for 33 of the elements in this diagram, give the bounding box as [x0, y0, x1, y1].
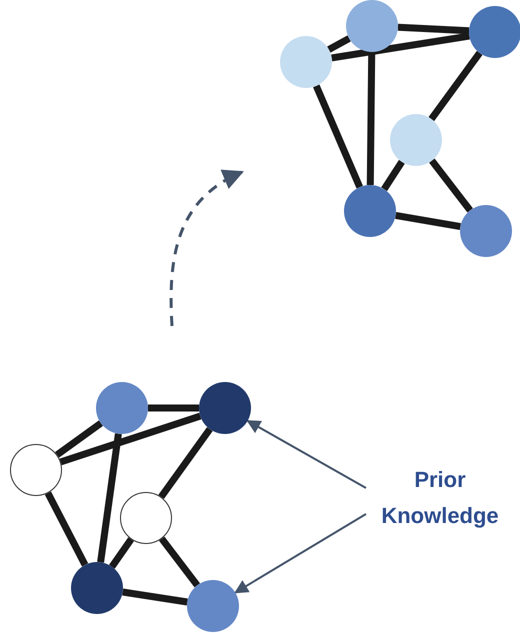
connector-line	[429, 158, 473, 213]
circle-node	[280, 36, 332, 88]
connector-line	[60, 412, 202, 466]
circle-node	[390, 114, 442, 166]
circle-node	[120, 492, 172, 544]
connector-line	[44, 492, 88, 566]
connector-line	[395, 212, 461, 230]
connector-line	[398, 24, 470, 34]
connector-line	[158, 536, 200, 588]
connector-line	[428, 50, 482, 122]
connector-line	[97, 433, 122, 563]
circle-node	[199, 382, 251, 434]
connector-line	[331, 32, 470, 62]
connector-line	[381, 160, 405, 192]
arrow	[246, 420, 366, 489]
arrow	[234, 513, 367, 594]
circle-node	[187, 580, 239, 632]
connector-line	[148, 404, 199, 412]
node-label: Prior Knowledge	[370, 462, 510, 534]
connector-line	[327, 35, 351, 53]
circle-node	[10, 444, 62, 496]
circle-node	[71, 562, 123, 614]
circle-node	[460, 205, 512, 257]
circle-node	[469, 6, 520, 58]
circle-node	[346, 0, 398, 52]
circle-node	[96, 382, 148, 434]
connector-line	[313, 84, 363, 188]
connector-line	[158, 427, 213, 499]
circle-node	[344, 185, 396, 237]
connector-line	[109, 537, 134, 569]
connector-line	[55, 420, 103, 458]
connector-line	[366, 52, 376, 186]
connector-line	[122, 588, 188, 606]
